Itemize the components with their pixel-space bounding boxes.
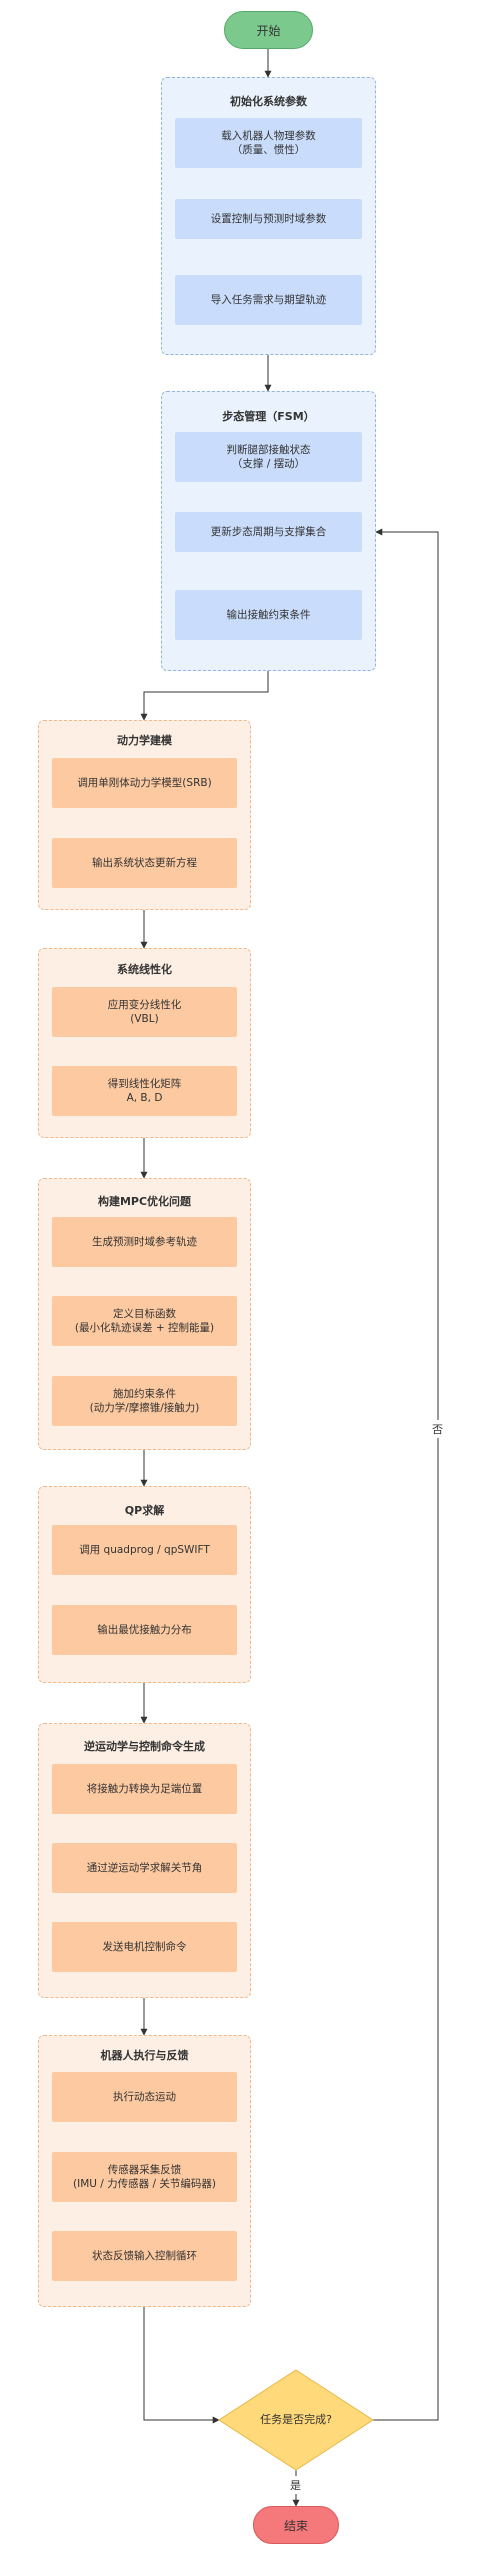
process-step: 更新步态周期与支撑集合 (175, 512, 362, 552)
group-title: 逆运动学与控制命令生成 (84, 1740, 205, 1753)
process-step: 发送电机控制命令 (52, 1922, 237, 1972)
decision-label: 任务是否完成? (260, 2413, 332, 2426)
process-step: 载入机器人物理参数 （质量、惯性） (175, 118, 362, 168)
process-step: 传感器采集反馈 (IMU / 力传感器 / 关节编码器) (52, 2152, 237, 2202)
process-step: 状态反馈输入控制循环 (52, 2231, 237, 2281)
process-step: 输出接触约束条件 (175, 590, 362, 640)
end-label: 结束 (283, 2518, 308, 2533)
start-label: 开始 (256, 23, 281, 38)
group-title: 动力学建模 (117, 734, 172, 747)
process-step: 施加约束条件 (动力学/摩擦锥/接触力) (52, 1376, 237, 1426)
process-step: 得到线性化矩阵 A, B, D (52, 1066, 237, 1116)
arrow-fsm-to-dynamics (140, 671, 269, 721)
process-step: 调用单刚体动力学模型(SRB) (52, 758, 237, 808)
arrow-to-decision (143, 2307, 220, 2424)
end-node: 结束 (253, 2506, 339, 2544)
process-step: 输出系统状态更新方程 (52, 838, 237, 888)
process-step: 导入任务需求与期望轨迹 (175, 275, 362, 325)
process-step: 生成预测时域参考轨迹 (52, 1217, 237, 1267)
process-step: 判断腿部接触状态 （支撑 / 摆动） (175, 432, 362, 482)
process-step: 调用 quadprog / qpSWIFT (52, 1525, 237, 1575)
no-label: 否 (432, 1420, 443, 1438)
group-title: 构建MPC优化问题 (97, 1195, 192, 1208)
group-title: 系统线性化 (117, 963, 172, 976)
group-title: 机器人执行与反馈 (100, 2049, 189, 2062)
group-title: 初始化系统参数 (230, 95, 307, 108)
start-node: 开始 (224, 11, 313, 49)
process-step: 通过逆运动学求解关节角 (52, 1843, 237, 1893)
process-step: 应用变分线性化 (VBL) (52, 987, 237, 1037)
process-step: 设置控制与预测时域参数 (175, 199, 362, 239)
arrow-no-loop (373, 528, 439, 2421)
yes-label: 是 (290, 2476, 301, 2494)
group-title: QP求解 (124, 1504, 165, 1517)
process-step: 执行动态运动 (52, 2072, 237, 2122)
process-step: 输出最优接触力分布 (52, 1605, 237, 1655)
group-title: 步态管理（FSM） (222, 410, 315, 423)
process-step: 将接触力转换为足端位置 (52, 1764, 237, 1814)
process-step: 定义目标函数 (最小化轨迹误差 + 控制能量) (52, 1296, 237, 1346)
